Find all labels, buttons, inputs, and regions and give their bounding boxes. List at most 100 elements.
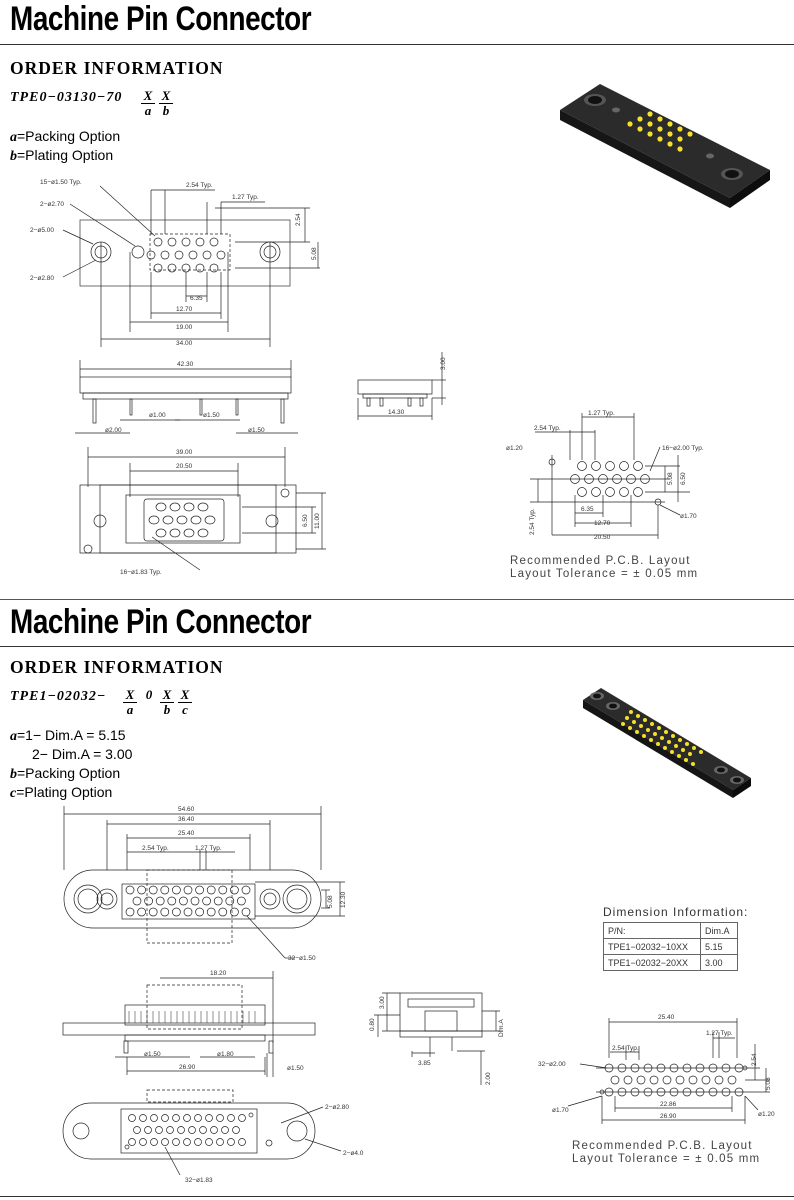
dim2-holes32b: 32−ø1.83 (185, 1177, 213, 1184)
pin-hole (137, 907, 146, 917)
dim-1900: 19.00 (176, 324, 193, 331)
pcb-holes16: 16−ø2.00 Typ. (662, 445, 704, 452)
section-2: Machine Pin Connector ORDER INFORMATION … (0, 600, 794, 1200)
section-divider (0, 599, 794, 600)
bottom-rule (0, 1196, 794, 1197)
pin-hole (183, 885, 193, 895)
pcb-d2050: 20.50 (594, 534, 611, 541)
dim2-5460: 54.60 (178, 806, 195, 813)
pin-hole (148, 907, 158, 917)
pin-hole (148, 885, 158, 895)
pcb-d508: 5.08 (667, 472, 674, 485)
section-1-title-rule (0, 44, 794, 45)
bottom-view-drawing-2: 2−ø2.80 2−ø4.0 32−ø1.83 (62, 1089, 364, 1184)
pin-hole (218, 907, 228, 917)
section-2-zero: 0 (145, 687, 153, 702)
pin-hole (155, 896, 165, 906)
pin-hole (241, 885, 251, 895)
pin-hole (172, 907, 181, 917)
pcb-pitch: 2.54 Typ. (534, 425, 561, 432)
dim-635: 6.35 (190, 295, 203, 302)
pin-hole (160, 907, 170, 917)
pin-hole (237, 896, 246, 906)
dim-pitch: 2.54 Typ. (186, 182, 213, 189)
pcb2-pitch-half: 1.27 Typ. (706, 1030, 733, 1037)
dim-3400: 34.00 (176, 340, 193, 347)
table-cell-dima: 5.15 (700, 938, 738, 955)
dim-100: ø1.00 (149, 412, 166, 419)
section-2-option-a: a=1− Dim.A = 5.15 (10, 727, 126, 744)
dim2-pitch: 2.54 Typ. (142, 845, 169, 852)
pcb2-holes32: 32−ø2.00 (538, 1061, 566, 1068)
dim-150b: ø1.50 (248, 427, 265, 434)
dim-2050: 20.50 (176, 463, 193, 470)
dim-holes15: 15−ø1.50 Typ. (40, 179, 82, 186)
dim2-holes32: 32−ø1.50 (288, 955, 316, 962)
pin-hole (125, 885, 135, 895)
section-1-order-heading: ORDER INFORMATION (10, 58, 224, 78)
section-2-option-b: b=Packing Option (10, 765, 121, 782)
table-cell-pn: TPE1−02032−10XX (603, 938, 701, 955)
pcb-d635: 6.35 (581, 506, 594, 513)
section-1-option-b: b=Plating Option (10, 147, 114, 164)
pin-hole (179, 896, 188, 906)
pcb-d650: 6.50 (680, 472, 687, 485)
pin-hole (183, 907, 193, 917)
dim-200: ø2.00 (105, 427, 122, 434)
pin-hole (125, 907, 135, 917)
pcb-layout-1: 1.27 Typ. 2.54 Typ. ø1.20 16−ø2.00 Typ. … (506, 410, 704, 541)
dim-1100: 11.00 (314, 513, 321, 529)
end-view-drawing-2: 3.00 0.80 Dim.A 3.85 2.00 (369, 992, 505, 1085)
table-header-row: P/N: Dim.A (603, 922, 738, 939)
side-view-drawing-1: 42.30 ø1.00 ø1.50 ø2.00 ø1.50 (75, 360, 298, 434)
pin-hole (213, 896, 223, 906)
dim-3900: 39.00 (176, 449, 193, 456)
dim2-2540: 25.40 (178, 830, 195, 837)
pcb2-d170: ø1.70 (552, 1107, 569, 1114)
dim2-300: 3.00 (379, 996, 386, 1009)
pin-hole (195, 907, 204, 917)
dim-4230: 42.30 (177, 361, 194, 368)
pcb2-d508: 5.08 (765, 1077, 772, 1090)
pcb-d1270: 12.70 (594, 520, 611, 527)
pcb2-pitch: 2.54 Typ. (612, 1045, 639, 1052)
section-1: Machine Pin Connector ORDER INFORMATION … (0, 0, 794, 580)
dim2-1820: 18.20 (210, 970, 227, 977)
table-cell-pn: TPE1−02032−20XX (603, 954, 701, 971)
pin-hole (206, 885, 216, 895)
pin-hole (195, 885, 204, 895)
dim-1430: 14.30 (388, 409, 405, 416)
section-2-option-a2: 2− Dim.A = 3.00 (32, 746, 133, 762)
dim2-385: 3.85 (418, 1060, 431, 1067)
section-2-title: Machine Pin Connector (10, 603, 312, 641)
pcb-d170: ø1.70 (680, 513, 697, 520)
pin-hole (144, 896, 153, 906)
pcb-layout-2: 25.40 1.27 Typ. 32−ø2.00 2.54 Typ. 2.54 … (538, 1014, 775, 1124)
dim2-dima: Dim.A (498, 1019, 505, 1037)
connector-3d-render-2 (583, 688, 751, 798)
dim-1270: 12.70 (176, 306, 193, 313)
pin-hole (218, 885, 228, 895)
table-header-dima: Dim.A (700, 922, 738, 939)
pin-hole (167, 896, 177, 906)
pcb-d254: 2.54 Typ. (529, 508, 536, 535)
dim-info-table: P/N: Dim.A TPE1−02032−10XX 5.15 TPE1−020… (603, 922, 738, 971)
dim2-150: ø1.50 (144, 1051, 161, 1058)
dim-650: 6.50 (302, 514, 309, 527)
dim-holes-270: 2−ø2.70 (40, 201, 64, 208)
pin-hole (225, 896, 235, 906)
dim-info-caption: Dimension Information: (603, 905, 749, 919)
table-cell-dima: 3.00 (700, 954, 738, 971)
dim2-150b: ø1.50 (287, 1065, 304, 1072)
side-view-drawing-2: 18.20 ø1.50 ø1.80 26.90 ø1.50 (62, 970, 316, 1077)
pcb-d120: ø1.20 (506, 445, 523, 452)
bottom-view-drawing-1: 39.00 20.50 6.50 11.00 16−ø1.83 Typ. (79, 447, 326, 576)
connector-3d-render-1 (560, 84, 770, 208)
section-1-title: Machine Pin Connector (10, 0, 312, 38)
pin-hole (206, 907, 216, 917)
pcb2-d254: 2.54 (751, 1053, 758, 1066)
pin-hole (160, 885, 170, 895)
